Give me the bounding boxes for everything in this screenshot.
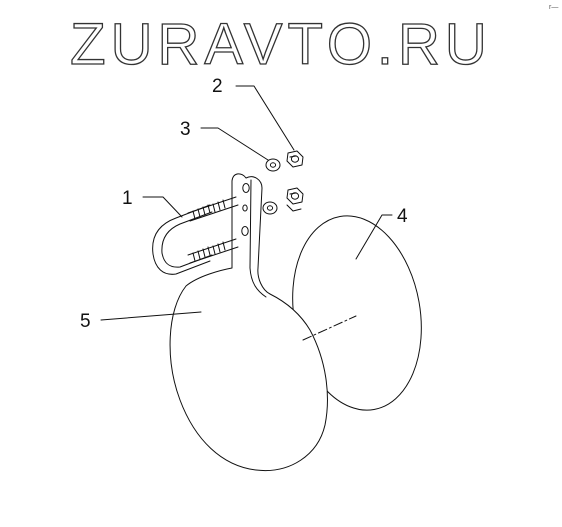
corner-mark: r— bbox=[549, 4, 558, 11]
leader-line-2 bbox=[235, 85, 295, 151]
callout-4: 4 bbox=[397, 206, 408, 227]
watermark-text: ZURAVTO.RU bbox=[70, 12, 492, 77]
leader-line-5 bbox=[100, 311, 202, 321]
center-axis-line bbox=[302, 315, 357, 341]
leader-line-3 bbox=[200, 127, 269, 161]
nuts-part-2 bbox=[286, 150, 304, 212]
washers-part-3 bbox=[262, 158, 281, 215]
callout-3: 3 bbox=[180, 119, 191, 140]
leader-line-1 bbox=[142, 196, 183, 218]
callout-2: 2 bbox=[212, 76, 223, 97]
leader-line-4 bbox=[355, 214, 393, 260]
callout-1: 1 bbox=[122, 188, 133, 209]
callout-5: 5 bbox=[80, 311, 91, 332]
bracket-with-disc-part-5 bbox=[169, 173, 328, 472]
u-bolt-part-1 bbox=[152, 196, 239, 275]
